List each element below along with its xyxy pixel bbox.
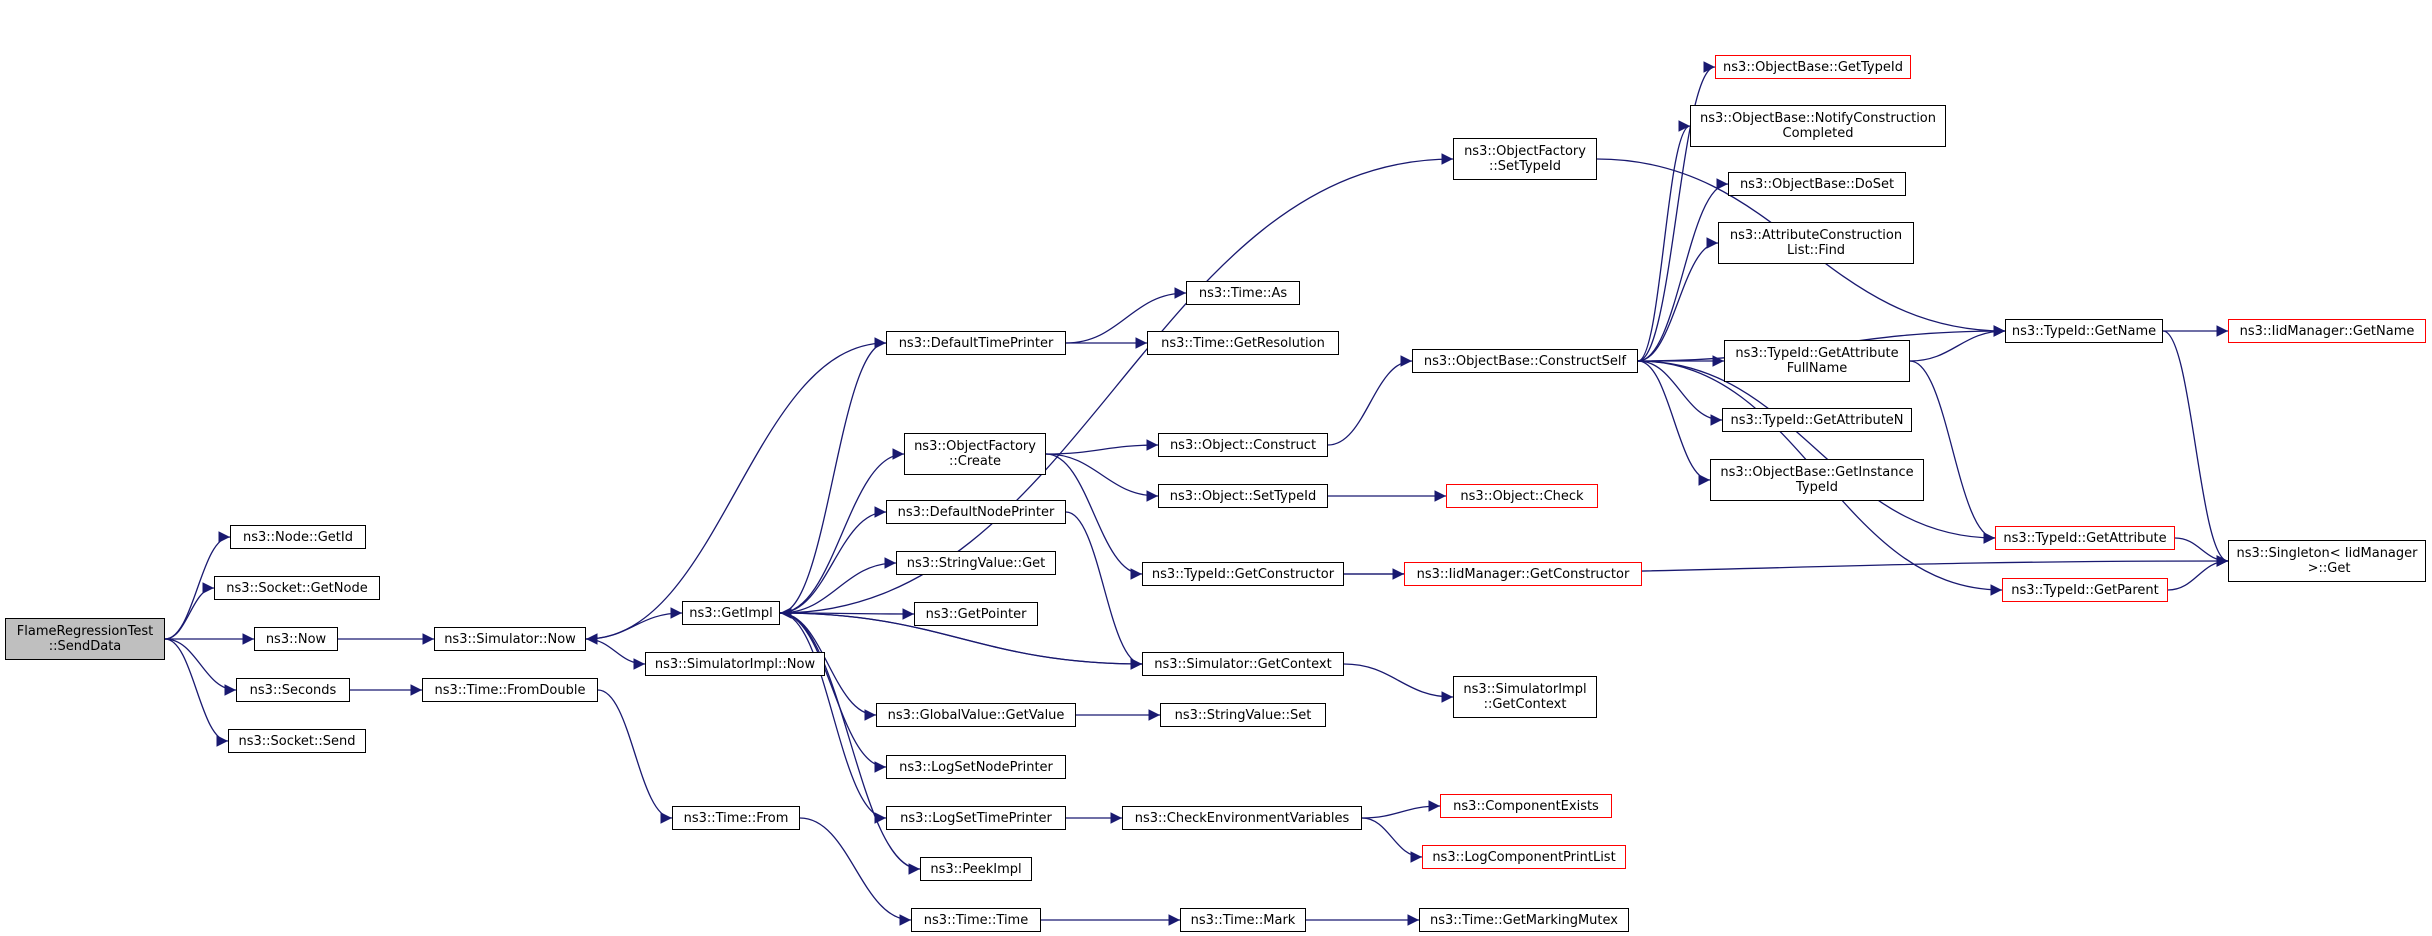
edge-getImpl-to-stringValueGet xyxy=(779,557,897,614)
edge-getImpl-to-objFactCreate xyxy=(779,448,905,614)
node-iid-get-name[interactable]: ns3::IidManager::GetName xyxy=(2228,319,2426,343)
node-time-as[interactable]: ns3::Time::As xyxy=(1186,281,1300,305)
edge-simNow-to-simImplNow xyxy=(585,638,646,670)
node-string-value-get[interactable]: ns3::StringValue::Get xyxy=(896,551,1056,575)
node-obj-construct[interactable]: ns3::Object::Construct xyxy=(1158,433,1328,457)
edge-objFactCreate-to-objSetTypeId xyxy=(1045,453,1159,502)
node-type-id-get-attribute[interactable]: ns3::TypeId::GetAttribute xyxy=(1995,526,2175,550)
node-type-id-get-constructor[interactable]: ns3::TypeId::GetConstructor xyxy=(1142,562,1344,586)
node-get-impl[interactable]: ns3::GetImpl xyxy=(682,601,780,625)
edge-getImpl-to-objFactSetTypeId xyxy=(779,153,1454,614)
node-obj-fact-create[interactable]: ns3::ObjectFactory ::Create xyxy=(904,433,1046,475)
node-string-value-set[interactable]: ns3::StringValue::Set xyxy=(1160,703,1326,727)
node-time-from[interactable]: ns3::Time::From xyxy=(672,806,800,830)
node-obj-fact-set-type-id[interactable]: ns3::ObjectFactory ::SetTypeId xyxy=(1453,138,1597,180)
edge-root-to-socketGetNode xyxy=(164,582,215,640)
edge-timeFromDouble-to-timeFrom xyxy=(597,689,673,824)
node-get-pointer[interactable]: ns3::GetPointer xyxy=(914,602,1038,626)
edge-objConstruct-to-objBaseConstructSelf xyxy=(1327,355,1413,446)
node-type-id-get-attr-full-name[interactable]: ns3::TypeId::GetAttribute FullName xyxy=(1724,340,1910,382)
edge-defTimePrinter-to-simNow xyxy=(585,342,887,645)
node-def-node-printer[interactable]: ns3::DefaultNodePrinter xyxy=(886,500,1066,524)
edge-typeIdGetAttrFullName-to-typeIdGetAttribute xyxy=(1909,360,1996,544)
node-type-id-get-attr-n[interactable]: ns3::TypeId::GetAttributeN xyxy=(1722,408,1912,432)
edge-typeIdGetParent-to-singletonGet xyxy=(2167,555,2229,591)
edge-root-to-socketSend xyxy=(164,638,229,747)
node-obj-base-get-type-id[interactable]: ns3::ObjectBase::GetTypeId xyxy=(1715,55,1911,79)
edge-objBaseConstructSelf-to-typeIdGetAttrN xyxy=(1637,360,1723,426)
edge-simGetContext-to-getImpl xyxy=(779,607,1143,665)
node-root: FlameRegressionTest ::SendData xyxy=(5,618,165,660)
edge-objFactCreate-to-objConstruct xyxy=(1045,439,1159,455)
node-obj-base-notify[interactable]: ns3::ObjectBase::NotifyConstruction Comp… xyxy=(1690,105,1946,147)
edge-objFactCreate-to-typeIdGetConstructor xyxy=(1045,453,1143,580)
node-object-check[interactable]: ns3::Object::Check xyxy=(1446,484,1598,508)
node-now[interactable]: ns3::Now xyxy=(254,627,338,651)
node-obj-base-do-set[interactable]: ns3::ObjectBase::DoSet xyxy=(1728,172,1906,196)
edge-typeIdGetName-to-singletonGet xyxy=(2162,330,2229,567)
edge-objBaseConstructSelf-to-objBaseGetInstanceTypeId xyxy=(1637,360,1711,486)
node-seconds[interactable]: ns3::Seconds xyxy=(236,678,350,702)
edge-defTimePrinter-to-timeAs xyxy=(1065,287,1187,344)
node-peek-impl[interactable]: ns3::PeekImpl xyxy=(920,857,1032,881)
edge-simNow-to-getImpl xyxy=(585,607,683,640)
node-log-set-time-printer[interactable]: ns3::LogSetTimePrinter xyxy=(886,806,1066,830)
edge-checkEnvVars-to-componentExists xyxy=(1361,800,1441,819)
node-socket-send[interactable]: ns3::Socket::Send xyxy=(228,729,366,753)
edge-typeIdGetAttrFullName-to-typeIdGetName xyxy=(1909,325,2006,362)
node-obj-base-construct-self[interactable]: ns3::ObjectBase::ConstructSelf xyxy=(1412,349,1638,373)
edge-simGetContext-to-simImplGetContext xyxy=(1343,663,1454,703)
node-socket-get-node[interactable]: ns3::Socket::GetNode xyxy=(214,576,380,600)
node-type-id-get-name[interactable]: ns3::TypeId::GetName xyxy=(2005,319,2163,343)
edge-objBaseConstructSelf-to-attrConstrListFind xyxy=(1637,237,1719,362)
edge-getImpl-to-logSetNodePrinter xyxy=(779,612,887,773)
node-time-get-resolution[interactable]: ns3::Time::GetResolution xyxy=(1147,331,1339,355)
node-time-get-marking-mutex[interactable]: ns3::Time::GetMarkingMutex xyxy=(1419,908,1629,932)
node-check-env-vars[interactable]: ns3::CheckEnvironmentVariables xyxy=(1122,806,1362,830)
edge-objBaseConstructSelf-to-typeIdGetAttribute xyxy=(1637,360,1996,544)
node-obj-set-type-id[interactable]: ns3::Object::SetTypeId xyxy=(1158,484,1328,508)
edge-root-to-seconds xyxy=(164,638,237,696)
edge-typeIdGetAttribute-to-singletonGet xyxy=(2174,537,2229,567)
node-attr-constr-list-find[interactable]: ns3::AttributeConstruction List::Find xyxy=(1718,222,1914,264)
node-obj-base-get-instance-type-id[interactable]: ns3::ObjectBase::GetInstance TypeId xyxy=(1710,459,1924,501)
node-global-value-get-value[interactable]: ns3::GlobalValue::GetValue xyxy=(876,703,1076,727)
node-type-id-get-parent[interactable]: ns3::TypeId::GetParent xyxy=(2002,578,2168,602)
node-log-component-print-list[interactable]: ns3::LogComponentPrintList xyxy=(1422,845,1626,869)
node-sim-now[interactable]: ns3::Simulator::Now xyxy=(434,627,586,651)
node-sim-get-context[interactable]: ns3::Simulator::GetContext xyxy=(1142,652,1344,676)
node-iid-get-constructor[interactable]: ns3::IidManager::GetConstructor xyxy=(1404,562,1642,586)
node-sim-impl-now[interactable]: ns3::SimulatorImpl::Now xyxy=(645,652,825,676)
edge-getImpl-to-defTimePrinter xyxy=(779,337,887,614)
edge-checkEnvVars-to-logComponentPrintList xyxy=(1361,817,1423,863)
node-time-from-double[interactable]: ns3::Time::FromDouble xyxy=(422,678,598,702)
edge-objBaseConstructSelf-to-objBaseDoSet xyxy=(1637,178,1729,362)
node-time-time[interactable]: ns3::Time::Time xyxy=(911,908,1041,932)
edge-getImpl-to-peekImpl xyxy=(779,612,921,875)
edge-getImpl-to-logSetTimePrinter xyxy=(779,612,887,824)
edge-objBaseConstructSelf-to-objBaseGetTypeId xyxy=(1637,61,1716,362)
node-log-set-node-printer[interactable]: ns3::LogSetNodePrinter xyxy=(886,755,1066,779)
edge-objBaseConstructSelf-to-objBaseNotify xyxy=(1637,120,1691,362)
edge-defNodePrinter-to-simGetContext xyxy=(1065,511,1143,670)
edge-timeFrom-to-timeTime xyxy=(799,817,912,926)
node-component-exists[interactable]: ns3::ComponentExists xyxy=(1440,794,1612,818)
node-singleton-get[interactable]: ns3::Singleton< IidManager >::Get xyxy=(2228,540,2426,582)
node-def-time-printer[interactable]: ns3::DefaultTimePrinter xyxy=(886,331,1066,355)
edge-getImpl-to-defNodePrinter xyxy=(779,506,887,614)
node-time-mark[interactable]: ns3::Time::Mark xyxy=(1180,908,1306,932)
node-sim-impl-get-context[interactable]: ns3::SimulatorImpl ::GetContext xyxy=(1453,676,1597,718)
node-node-get-id[interactable]: ns3::Node::GetId xyxy=(230,525,366,549)
